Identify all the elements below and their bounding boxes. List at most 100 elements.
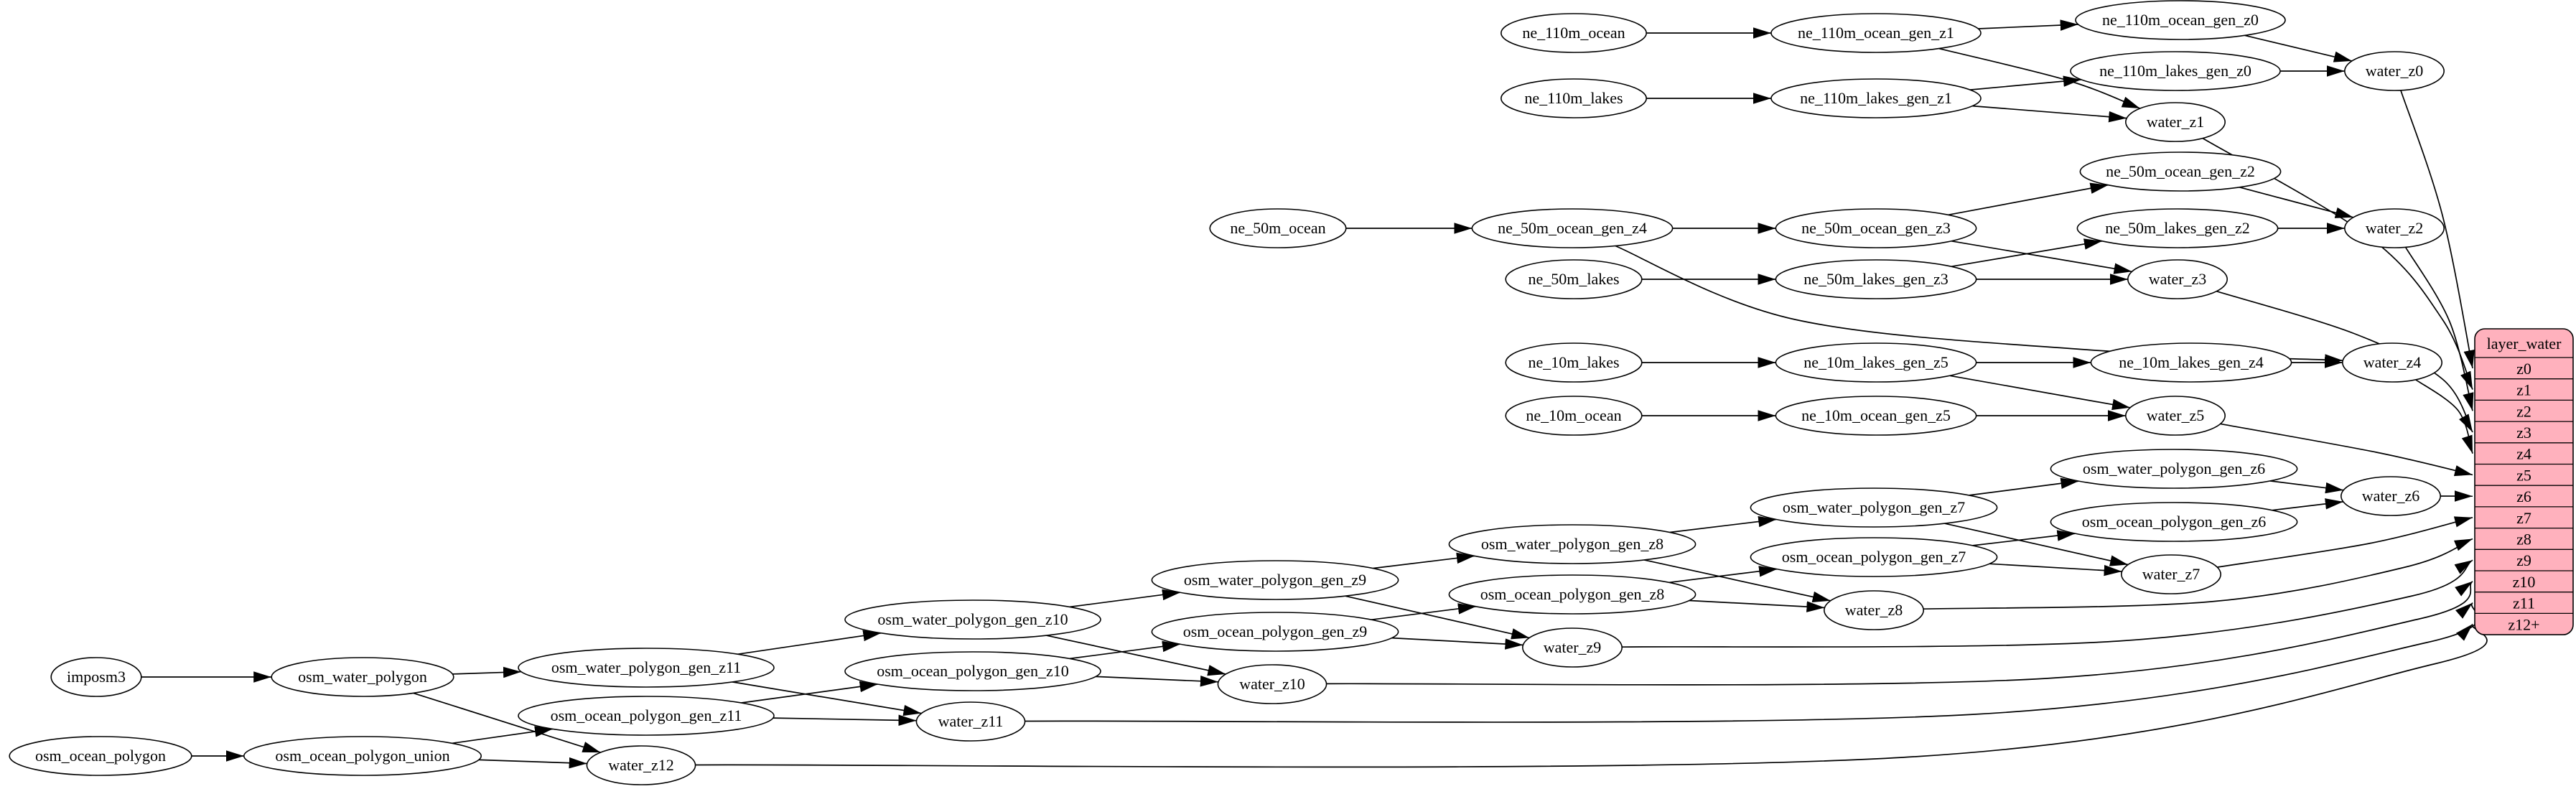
node-ne_10m_ocean_gen_z5: ne_10m_ocean_gen_z5: [1775, 396, 1977, 436]
node-label-osm_ocean_polygon_gen_z6: osm_ocean_polygon_gen_z6: [2082, 513, 2267, 531]
edge-osm_water_polygon_gen_z8-to-water_z8: [1643, 559, 1831, 603]
node-ne_50m_ocean_gen_z3: ne_50m_ocean_gen_z3: [1775, 208, 1977, 248]
node-ellipse-ne_110m_ocean_gen_z1: [1770, 13, 1982, 53]
node-ne_50m_lakes_gen_z3: ne_50m_lakes_gen_z3: [1775, 259, 1977, 299]
layer-water-row-z11: z11: [2513, 594, 2535, 612]
node-label-ne_50m_ocean_gen_z4: ne_50m_ocean_gen_z4: [1498, 219, 1647, 237]
node-ellipse-ne_50m_ocean: [1209, 208, 1347, 248]
node-osm_water_polygon_gen_z11: osm_water_polygon_gen_z11: [518, 648, 775, 688]
node-ne_50m_ocean_gen_z4: ne_50m_ocean_gen_z4: [1471, 208, 1674, 248]
edge-osm_water_polygon_gen_z11-to-osm_water_polygon_gen_z10: [737, 630, 882, 655]
node-label-ne_10m_lakes: ne_10m_lakes: [1528, 353, 1619, 371]
node-label-water_z6: water_z6: [2362, 487, 2420, 505]
edge-osm_water_polygon_gen_z8-to-osm_water_polygon_gen_z7: [1669, 515, 1777, 533]
edge-osm_ocean_polygon_gen_z8-to-osm_ocean_polygon_gen_z7: [1669, 566, 1778, 584]
node-water_z12: water_z12: [586, 745, 696, 785]
edge-osm_ocean_polygon_gen_z9-to-water_z9: [1391, 637, 1523, 650]
layer-water-row-z7: z7: [2516, 509, 2531, 527]
edge-osm_ocean_polygon_gen_z11-to-water_z11: [773, 714, 917, 726]
node-label-ne_110m_ocean: ne_110m_ocean: [1522, 24, 1625, 42]
node-ellipse-water_z6: [2341, 476, 2442, 516]
edge-osm_ocean_polygon_gen_z11-to-osm_ocean_polygon_gen_z10: [741, 681, 878, 704]
node-ellipse-osm_water_polygon_gen_z8: [1448, 524, 1697, 564]
node-label-ne_110m_lakes_gen_z0: ne_110m_lakes_gen_z0: [2099, 62, 2251, 80]
edge-water_z8-to-layer_water-z8: [1923, 538, 2473, 610]
layer-water-row-z5: z5: [2516, 466, 2531, 484]
node-ellipse-imposm3: [50, 657, 142, 697]
node-ellipse-water_z2: [2344, 208, 2445, 248]
node-water_z10: water_z10: [1217, 664, 1327, 704]
node-osm_water_polygon_gen_z10: osm_water_polygon_gen_z10: [844, 599, 1101, 640]
node-label-osm_water_polygon_gen_z7: osm_water_polygon_gen_z7: [1783, 498, 1965, 516]
node-ne_110m_lakes: ne_110m_lakes: [1501, 78, 1648, 118]
table-layer: layer_waterz0z1z2z3z4z5z6z7z8z9z10z11z12…: [2474, 328, 2574, 635]
node-water_z2: water_z2: [2344, 208, 2445, 248]
node-ellipse-osm_water_polygon_gen_z6: [2050, 449, 2298, 489]
edge-osm_water_polygon_gen_z9-to-water_z9: [1345, 595, 1530, 640]
node-osm_ocean_polygon_gen_z8: osm_ocean_polygon_gen_z8: [1448, 574, 1697, 615]
node-label-water_z9: water_z9: [1544, 638, 1602, 656]
edge-ne_50m_ocean_gen_z2-to-water_z2: [2239, 186, 2354, 218]
layer-water-row-z0: z0: [2516, 360, 2531, 378]
node-ellipse-ne_10m_lakes_gen_z4: [2090, 342, 2292, 383]
edge-osm_water_polygon_gen_z9-to-osm_water_polygon_gen_z8: [1372, 552, 1475, 569]
node-ellipse-ne_10m_lakes_gen_z5: [1775, 342, 1977, 383]
node-ellipse-ne_110m_lakes_gen_z1: [1770, 78, 1982, 118]
node-label-ne_50m_lakes: ne_50m_lakes: [1528, 270, 1619, 288]
node-water_z8: water_z8: [1824, 590, 1925, 630]
node-label-ne_10m_ocean: ne_10m_ocean: [1526, 406, 1621, 424]
node-label-osm_ocean_polygon_union: osm_ocean_polygon_union: [275, 747, 449, 765]
node-label-water_z2: water_z2: [2366, 219, 2424, 237]
node-ne_110m_ocean_gen_z1: ne_110m_ocean_gen_z1: [1770, 13, 1982, 53]
node-ellipse-osm_water_polygon_gen_z7: [1750, 487, 1998, 528]
node-label-ne_10m_lakes_gen_z5: ne_10m_lakes_gen_z5: [1803, 353, 1949, 371]
node-label-osm_water_polygon_gen_z11: osm_water_polygon_gen_z11: [551, 658, 741, 676]
node-label-osm_water_polygon_gen_z6: osm_water_polygon_gen_z6: [2083, 459, 2265, 477]
edge-osm_water_polygon_gen_z6-to-water_z6: [2269, 480, 2344, 494]
node-ellipse-osm_water_polygon_gen_z10: [844, 599, 1101, 640]
node-osm_ocean_polygon_gen_z7: osm_ocean_polygon_gen_z7: [1750, 537, 1998, 577]
edge-osm_water_polygon-to-osm_water_polygon_gen_z11: [452, 666, 522, 678]
node-ellipse-osm_ocean_polygon_gen_z6: [2050, 502, 2298, 542]
layer-water-row-z12plus: z12+: [2508, 615, 2539, 633]
node-label-ne_10m_lakes_gen_z4: ne_10m_lakes_gen_z4: [2119, 353, 2264, 371]
edge-osm_water_polygon_gen_z7-to-water_z7: [1944, 523, 2129, 566]
node-label-ne_10m_ocean_gen_z5: ne_10m_ocean_gen_z5: [1801, 406, 1951, 424]
node-water_z9: water_z9: [1522, 627, 1623, 668]
edge-ne_110m_lakes_gen_z1-to-ne_110m_lakes_gen_z0: [1969, 75, 2082, 90]
edge-water_z0-to-layer_water-z0: [2400, 90, 2475, 369]
node-label-osm_water_polygon_gen_z10: osm_water_polygon_gen_z10: [877, 610, 1068, 628]
node-ellipse-osm_ocean_polygon_gen_z8: [1448, 574, 1697, 615]
node-ellipse-water_z10: [1217, 664, 1327, 704]
node-osm_ocean_polygon_gen_z9: osm_ocean_polygon_gen_z9: [1151, 612, 1399, 652]
node-ellipse-ne_110m_lakes_gen_z0: [2070, 51, 2281, 91]
edge-water_z12-to-layer_water-z12+: [695, 623, 2488, 768]
node-label-ne_110m_lakes_gen_z1: ne_110m_lakes_gen_z1: [1800, 89, 1952, 107]
edge-osm_water_polygon_gen_z11-to-water_z11: [732, 681, 922, 716]
node-osm_water_polygon: osm_water_polygon: [271, 657, 454, 697]
node-ne_110m_ocean_gen_z0: ne_110m_ocean_gen_z0: [2075, 0, 2286, 40]
layer-water-row-z4: z4: [2516, 445, 2531, 463]
node-label-water_z5: water_z5: [2147, 406, 2205, 424]
edge-ne_110m_ocean_gen_z0-to-water_z0: [2244, 34, 2353, 62]
node-osm_water_polygon_gen_z9: osm_water_polygon_gen_z9: [1151, 560, 1399, 600]
node-ellipse-ne_50m_lakes_gen_z3: [1775, 259, 1977, 299]
node-ellipse-osm_ocean_polygon_gen_z10: [844, 651, 1101, 691]
node-label-ne_110m_lakes: ne_110m_lakes: [1524, 89, 1623, 107]
edge-water_z9-to-layer_water-z9: [1622, 559, 2473, 648]
edges-layer: [141, 19, 2488, 769]
node-ellipse-water_z4: [2342, 342, 2443, 383]
node-label-water_z0: water_z0: [2366, 62, 2424, 80]
node-label-osm_ocean_polygon_gen_z11: osm_ocean_polygon_gen_z11: [551, 706, 742, 724]
node-label-ne_50m_lakes_gen_z2: ne_50m_lakes_gen_z2: [2105, 219, 2250, 237]
node-label-water_z10: water_z10: [1239, 675, 1305, 693]
edge-osm_water_polygon-to-water_z12: [413, 692, 601, 753]
node-ne_10m_lakes_gen_z5: ne_10m_lakes_gen_z5: [1775, 342, 1977, 383]
node-ellipse-water_z0: [2344, 51, 2445, 91]
node-label-water_z12: water_z12: [608, 756, 674, 774]
node-imposm3: imposm3: [50, 657, 142, 697]
edge-ne_110m_lakes_gen_z1-to-water_z1: [1972, 105, 2127, 123]
node-water_z7: water_z7: [2121, 554, 2222, 594]
node-ellipse-osm_ocean_polygon_union: [243, 736, 482, 776]
